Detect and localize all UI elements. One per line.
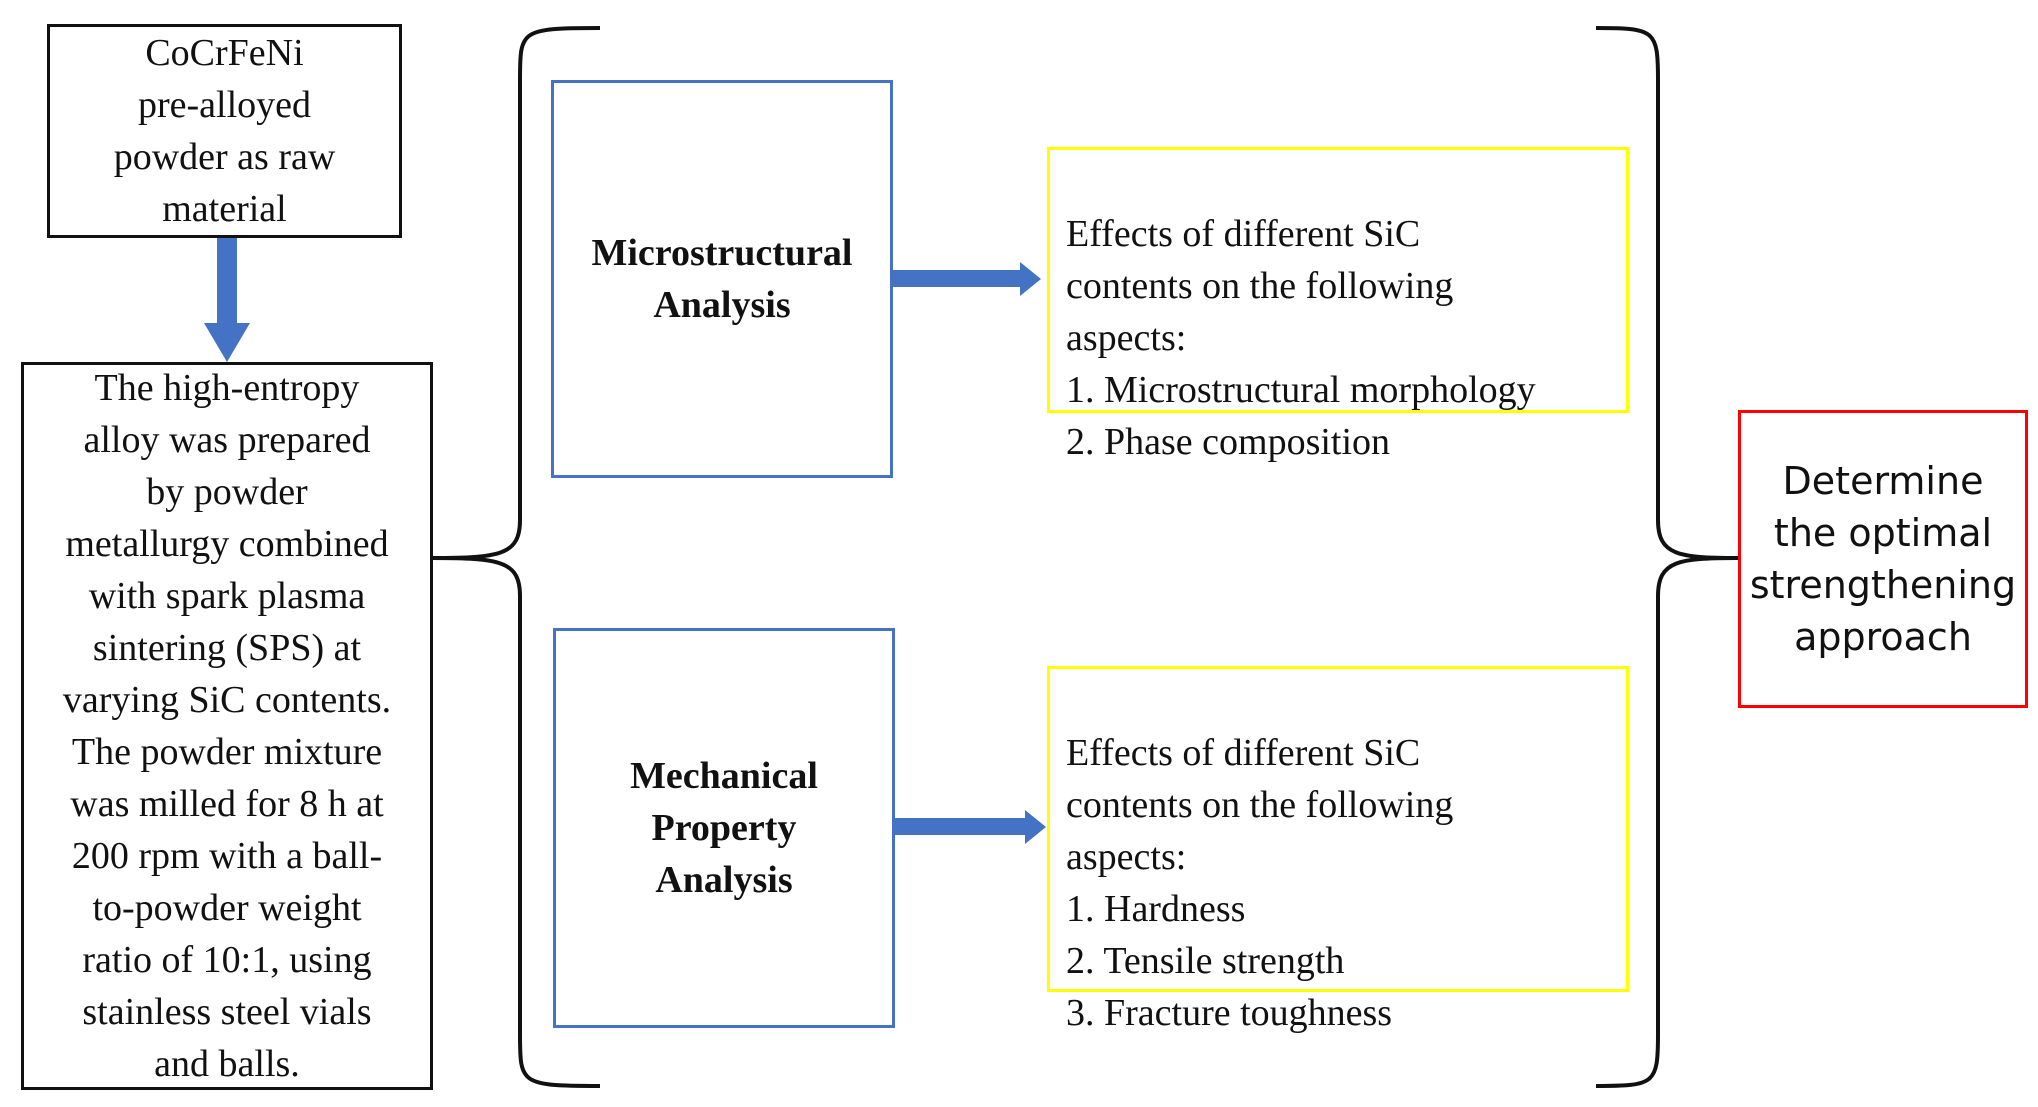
mechanical-property-analysis-title: Mechanical Property Analysis	[630, 755, 818, 901]
mechanical-effects-text: Effects of different SiC contents on the…	[1066, 732, 1454, 1034]
arrow-micro-to-effects	[893, 262, 1041, 296]
down-arrow	[204, 237, 250, 362]
raw-material-text: CoCrFeNi pre-alloyed powder as raw mater…	[113, 32, 336, 230]
microstructural-analysis-title: Microstructural Analysis	[591, 232, 853, 326]
preparation-text: The high-entropy alloy was prepared by p…	[62, 367, 392, 1085]
microstructural-effects-box: Effects of different SiC contents on the…	[1047, 147, 1629, 463]
microstructural-effects-text: Effects of different SiC contents on the…	[1066, 213, 1536, 463]
conclusion-box: Determine the optimal strengthening appr…	[1738, 410, 2028, 708]
preparation-box: The high-entropy alloy was prepared by p…	[21, 362, 433, 1090]
raw-material-box: CoCrFeNi pre-alloyed powder as raw mater…	[47, 24, 402, 238]
mechanical-effects-box: Effects of different SiC contents on the…	[1047, 666, 1629, 1034]
conclusion-text: Determine the optimal strengthening appr…	[1749, 459, 2017, 659]
mechanical-property-analysis-box: Mechanical Property Analysis	[553, 628, 895, 1028]
arrow-mech-to-effects	[893, 810, 1046, 844]
microstructural-analysis-box: Microstructural Analysis	[551, 80, 893, 478]
